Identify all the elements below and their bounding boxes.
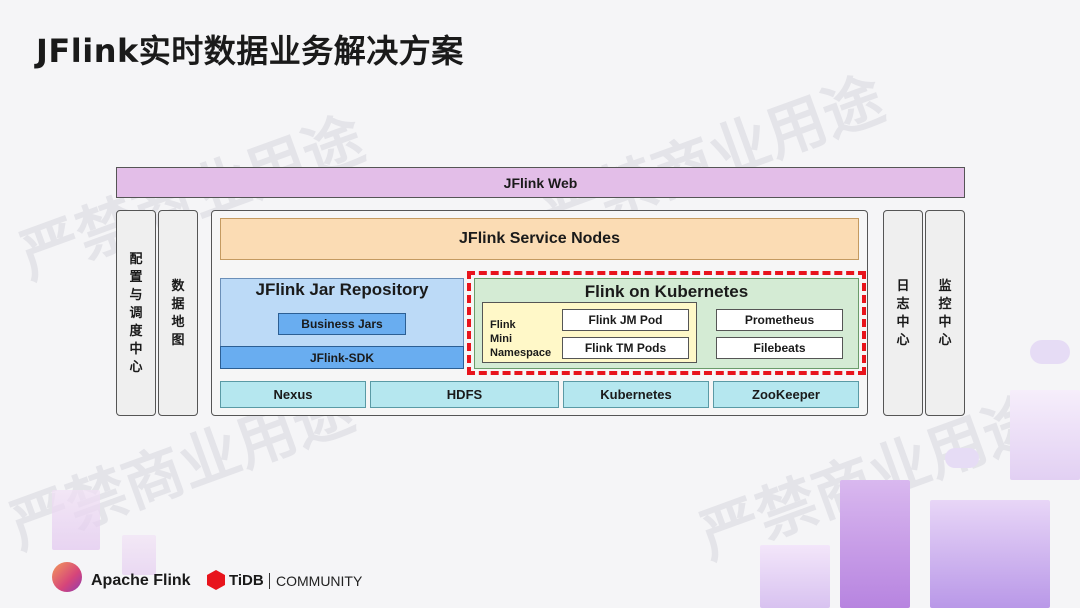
nexus-box: Nexus xyxy=(220,381,366,408)
sidebar-log-center: 日志中心 xyxy=(883,210,923,416)
sidebar-label: 数据地图 xyxy=(171,278,185,347)
prometheus-box: Prometheus xyxy=(716,309,843,331)
namespace-label-line: Mini xyxy=(490,333,512,345)
filebeats-box: Filebeats xyxy=(716,337,843,359)
jflink-sdk-box: JFlink-SDK xyxy=(220,346,464,369)
footer-divider xyxy=(269,573,270,589)
sidebar-data-map: 数据地图 xyxy=(158,210,198,416)
community-label: COMMUNITY xyxy=(276,573,363,589)
k8s-highlight-border xyxy=(467,271,866,375)
page-title: JFlink实时数据业务解决方案 xyxy=(36,32,464,70)
decorative-building xyxy=(930,500,1050,608)
sidebar-monitoring-center: 监控中心 xyxy=(925,210,965,416)
decorative-building xyxy=(760,545,830,608)
tidb-label: TiDB xyxy=(229,572,264,589)
flink-jm-pod-box: Flink JM Pod xyxy=(562,309,689,331)
hdfs-box: HDFS xyxy=(370,381,559,408)
zookeeper-box: ZooKeeper xyxy=(713,381,859,408)
tidb-logo-icon xyxy=(207,570,225,590)
decorative-panel xyxy=(1010,390,1080,480)
cloud-icon xyxy=(1030,340,1070,364)
sidebar-label: 日志中心 xyxy=(896,278,910,347)
decorative-cube xyxy=(122,535,156,575)
business-jars-box: Business Jars xyxy=(278,313,406,335)
flink-tm-pods-box: Flink TM Pods xyxy=(562,337,689,359)
jflink-web-layer: JFlink Web xyxy=(116,167,965,198)
sidebar-label: 配置与调度中心 xyxy=(129,251,143,374)
kubernetes-box: Kubernetes xyxy=(563,381,709,408)
namespace-label: Flink Mini Namespace xyxy=(490,318,551,360)
apache-flink-label: Apache Flink xyxy=(91,572,191,589)
sidebar-config-scheduling: 配置与调度中心 xyxy=(116,210,156,416)
apache-flink-logo-icon xyxy=(52,562,82,592)
sidebar-label: 监控中心 xyxy=(938,278,952,347)
namespace-label-line: Namespace xyxy=(490,347,552,359)
jar-repository-title: JFlink Jar Repository xyxy=(255,280,429,299)
service-nodes-layer: JFlink Service Nodes xyxy=(220,218,859,260)
decorative-cube xyxy=(52,490,100,550)
cloud-icon xyxy=(945,448,979,468)
flink-on-kubernetes-title: Flink on Kubernetes xyxy=(584,282,749,301)
decorative-building xyxy=(840,480,910,608)
namespace-label-line: Flink xyxy=(490,319,516,331)
